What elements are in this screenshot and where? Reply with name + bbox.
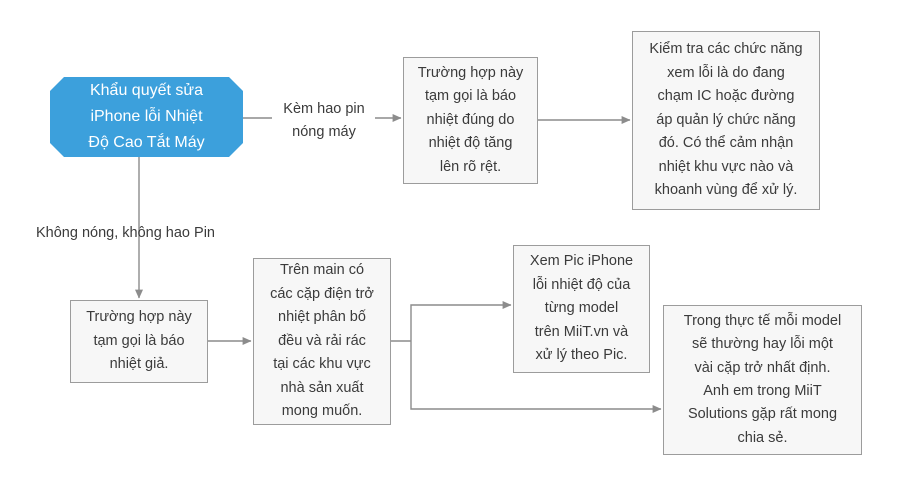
node-bao-nhiet-gia[interactable]: Trường hợp này tạm gọi là báo nhiệt giả. — [70, 300, 208, 383]
node-bao-nhiet-dung-label: Trường hợp này tạm gọi là báo nhiệt đúng… — [417, 64, 524, 175]
edge-label-khong-nong: Không nóng, không hao Pin — [36, 225, 215, 241]
node-start-khau-quyet[interactable]: Khẩu quyết sửa iPhone lỗi Nhiệt Độ Cao T… — [50, 77, 243, 157]
node-start-label: Khẩu quyết sửa iPhone lỗi Nhiệt Độ Cao T… — [88, 82, 205, 151]
node-xem-pic[interactable]: Xem Pic iPhone lỗi nhiệt độ của từng mod… — [513, 245, 650, 373]
node-trong-thuc-te[interactable]: Trong thực tế mỗi model sẽ thường hay lỗ… — [663, 305, 862, 455]
node-trong-thuc-te-label: Trong thực tế mỗi model sẽ thường hay lỗ… — [683, 312, 842, 446]
node-kiem-tra-chuc-nang[interactable]: Kiểm tra các chức năng xem lỗi là do đan… — [632, 31, 820, 210]
node-tren-main[interactable]: Trên main có các cặp điện trở nhiệt phân… — [253, 258, 391, 425]
node-xem-pic-label: Xem Pic iPhone lỗi nhiệt độ của từng mod… — [529, 253, 634, 364]
edge-label-kem-hao-pin: Kèm hao pin nóng máy — [283, 101, 365, 141]
node-tren-main-label: Trên main có các cặp điện trở nhiệt phân… — [270, 262, 374, 420]
node-bao-nhiet-gia-label: Trường hợp này tạm gọi là báo nhiệt giả. — [86, 309, 192, 373]
node-kiem-tra-chuc-nang-label: Kiểm tra các chức năng xem lỗi là do đan… — [649, 41, 803, 199]
connector-tren-main-to-xem-pic — [410, 301, 512, 341]
node-bao-nhiet-dung[interactable]: Trường hợp này tạm gọi là báo nhiệt đúng… — [403, 57, 538, 184]
